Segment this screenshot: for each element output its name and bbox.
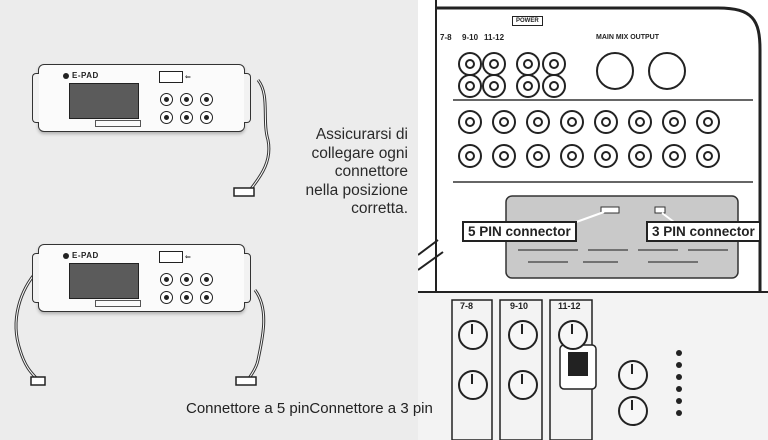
gain-knob: [508, 370, 538, 400]
line-jack: [696, 144, 720, 168]
module-right-flange: [244, 73, 251, 123]
usb-port: [159, 251, 183, 263]
module-left-flange: [32, 73, 39, 123]
control-button: [160, 273, 173, 286]
channel-label-7-8: 7-8: [460, 301, 474, 311]
gain-knob: [458, 370, 488, 400]
line-jack: [526, 110, 550, 134]
xlr-output-left: [596, 52, 634, 90]
input-jack: [542, 52, 566, 76]
channel-label-top-11-12: 11-12: [484, 33, 505, 42]
line-jack: [492, 110, 516, 134]
usb-icon: ⇐: [185, 254, 191, 261]
control-button: [180, 291, 193, 304]
line-jack: [492, 144, 516, 168]
callout-line: connettore: [334, 163, 408, 180]
line-jack: [594, 110, 618, 134]
channel-label-top-9-10: 9-10: [462, 33, 479, 42]
line-jack: [662, 144, 686, 168]
led-indicator: [676, 410, 682, 416]
cable-drawings: [14, 79, 271, 386]
lcd-display: [69, 263, 139, 299]
control-button: [200, 291, 213, 304]
control-button: [180, 273, 193, 286]
channel-label-top-7-8: 7-8: [440, 33, 452, 42]
gain-knob: [458, 320, 488, 350]
instruction-callout: Assicurarsi di collegare ogni connettore…: [260, 126, 408, 219]
gain-knob: [508, 320, 538, 350]
channel-label-11-12: 11-12: [558, 301, 581, 311]
control-button: [160, 291, 173, 304]
gain-knob: [558, 320, 588, 350]
input-jack: [482, 74, 506, 98]
connector-caption: Connettore a 5 pinConnettore a 3 pin: [186, 400, 433, 417]
led-indicator: [676, 386, 682, 392]
brand-logo: E-PAD: [63, 71, 99, 80]
input-jack: [458, 52, 482, 76]
control-button: [180, 111, 193, 124]
line-jack: [560, 144, 584, 168]
e-pad-module-bottom: E-PAD ⇐: [32, 244, 251, 312]
control-button: [200, 111, 213, 124]
led-indicator: [676, 374, 682, 380]
led-indicator: [676, 362, 682, 368]
line-jack: [662, 110, 686, 134]
control-button: [160, 93, 173, 106]
control-button: [200, 93, 213, 106]
main-mix-output-label: MAIN MIX OUTPUT: [596, 34, 659, 41]
power-label: POWER: [512, 16, 543, 26]
xlr-output-right: [648, 52, 686, 90]
callout-line: corretta.: [351, 200, 408, 217]
input-jack: [516, 52, 540, 76]
five-pin-connector-label: 5 PIN connector: [462, 221, 577, 242]
line-jack: [628, 144, 652, 168]
callout-line: collegare ogni: [311, 144, 408, 162]
callout-line: nella posizione: [305, 181, 408, 199]
connector-plug-3pin: [30, 376, 46, 386]
callout-line: Assicurarsi di: [315, 126, 408, 143]
line-jack: [526, 144, 550, 168]
control-button: [180, 93, 193, 106]
input-jack: [542, 74, 566, 98]
input-jack: [458, 74, 482, 98]
control-button: [200, 273, 213, 286]
led-indicator: [676, 398, 682, 404]
level-knob: [618, 396, 648, 426]
line-jack: [696, 110, 720, 134]
mixer-rear-panel: POWER MAIN MIX OUTPUT 7-8 9-10 11-12 7-8…: [418, 0, 768, 440]
input-jack: [516, 74, 540, 98]
level-knob: [618, 360, 648, 390]
line-jack: [594, 144, 618, 168]
usb-port: [159, 71, 183, 83]
model-label: [95, 300, 141, 307]
three-pin-connector-label: 3 PIN connector: [646, 221, 761, 242]
e-pad-module-top: E-PAD ⇐: [32, 64, 251, 132]
connector-plug-5pin-top: [233, 187, 255, 197]
usb-icon: ⇐: [185, 74, 191, 81]
line-jack: [560, 110, 584, 134]
module-left-flange: [32, 253, 39, 303]
brand-logo: E-PAD: [63, 251, 99, 260]
line-jack: [458, 110, 482, 134]
module-right-flange: [244, 253, 251, 303]
led-indicator: [676, 350, 682, 356]
control-button: [160, 111, 173, 124]
line-jack: [628, 110, 652, 134]
model-label: [95, 120, 141, 127]
connector-plug-5pin-bottom: [235, 376, 257, 386]
channel-label-9-10: 9-10: [510, 301, 529, 311]
line-jack: [458, 144, 482, 168]
input-jack: [482, 52, 506, 76]
lcd-display: [69, 83, 139, 119]
